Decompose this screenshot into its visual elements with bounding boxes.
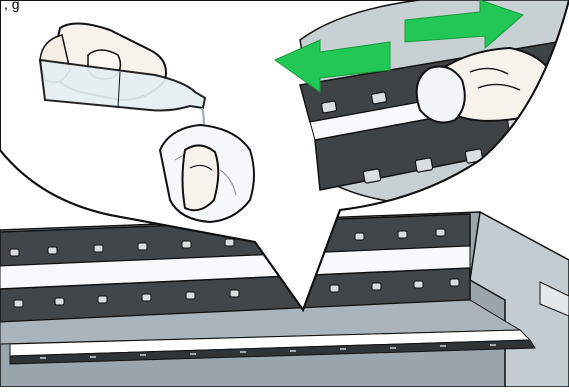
- pour-liquid-detail: [38, 22, 255, 224]
- caption-fragment: , g: [4, 0, 20, 12]
- printer-platen: [0, 210, 569, 388]
- wipe-glass-detail: [273, 0, 569, 206]
- wipe-direction-arrow-left: [273, 39, 391, 93]
- wipe-direction-arrow-right: [404, 0, 524, 50]
